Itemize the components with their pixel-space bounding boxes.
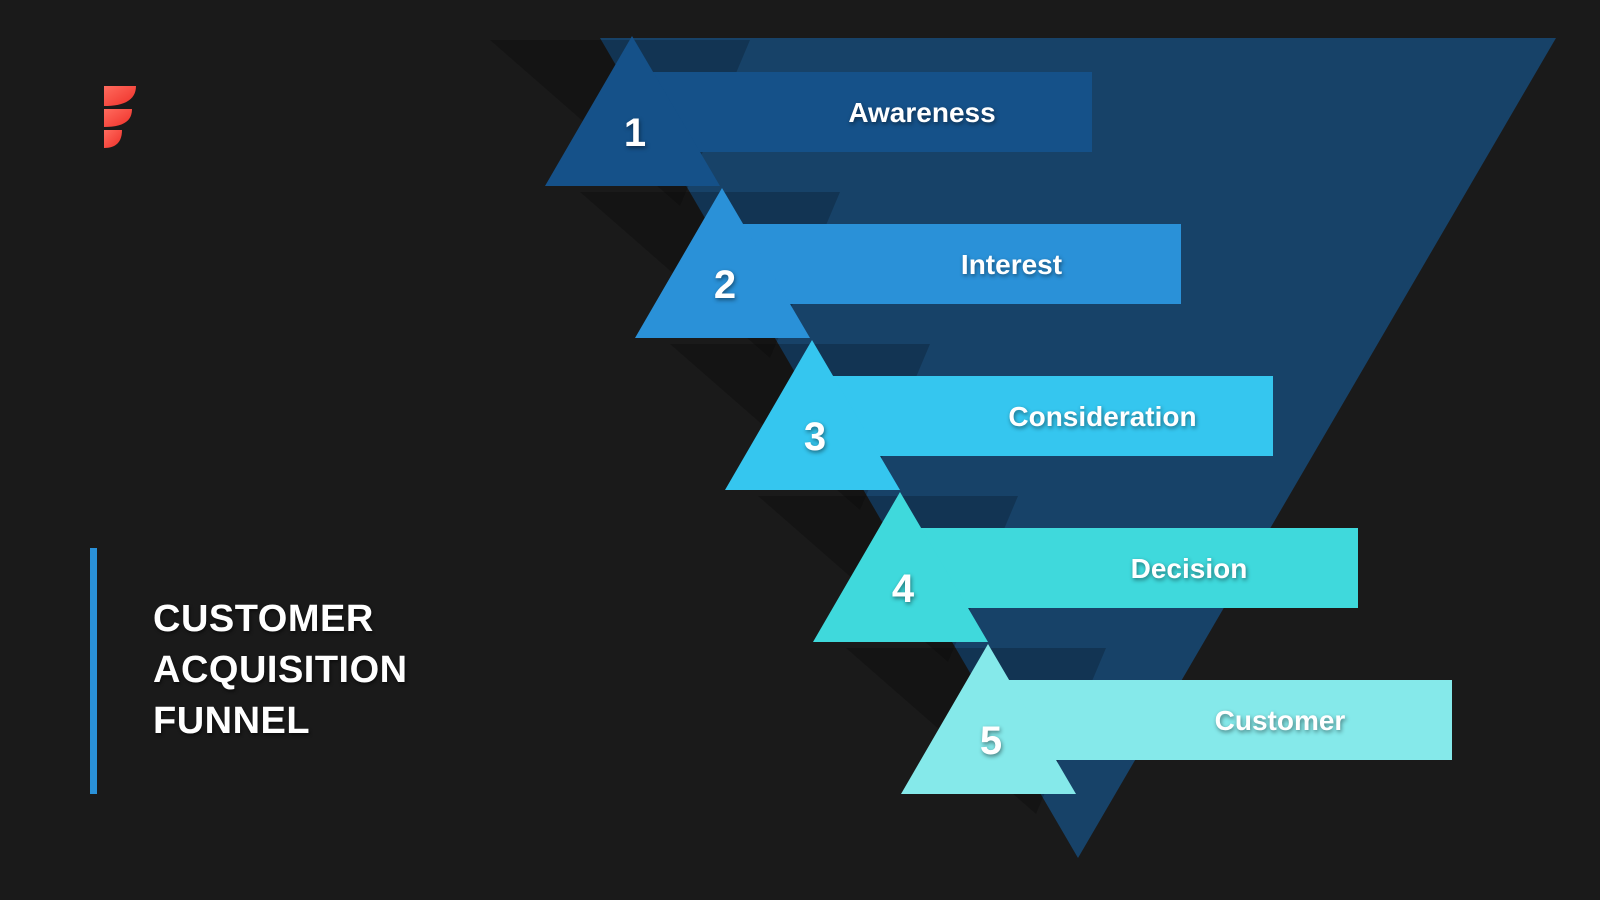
funnel-stage-consideration[interactable]: 3 Consideration	[670, 340, 1273, 510]
stage-number: 5	[980, 719, 1002, 763]
funnel-stage-awareness[interactable]: 1 Awareness	[490, 36, 1092, 206]
stage-label: Decision	[1131, 553, 1248, 584]
stage-number: 1	[624, 111, 646, 155]
stage-banner	[988, 680, 1452, 760]
stage-wedge	[813, 492, 988, 642]
stage-banner	[722, 224, 1181, 304]
stage-number: 4	[892, 567, 915, 611]
funnel-stage-decision[interactable]: 4 Decision	[758, 492, 1358, 662]
stage-label: Interest	[961, 249, 1062, 280]
brand-logo	[92, 82, 152, 152]
stage-label: Consideration	[1008, 401, 1196, 432]
f-logo-icon	[104, 86, 136, 148]
funnel-stages: 1 Awareness 2 Interest 3 Consideration 4 Decisi…	[490, 36, 1452, 814]
stage-wedge	[635, 188, 810, 338]
stage-label: Customer	[1215, 705, 1346, 736]
stage-number: 3	[804, 415, 826, 459]
stage-banner	[812, 376, 1273, 456]
stage-wedge	[725, 340, 900, 490]
title-block: CUSTOMER ACQUISITION FUNNEL	[90, 548, 408, 794]
funnel-stage-customer[interactable]: 5 Customer	[846, 644, 1452, 814]
stage-banner	[900, 528, 1358, 608]
page-title: CUSTOMER ACQUISITION FUNNEL	[153, 598, 408, 742]
stage-wedge	[901, 644, 1076, 794]
stage-banner	[632, 72, 1092, 152]
stage-label: Awareness	[848, 97, 995, 128]
funnel-stage-interest[interactable]: 2 Interest	[580, 188, 1181, 358]
stage-wedge	[545, 36, 720, 186]
title-accent-bar	[90, 548, 97, 794]
stage-number: 2	[714, 263, 736, 307]
